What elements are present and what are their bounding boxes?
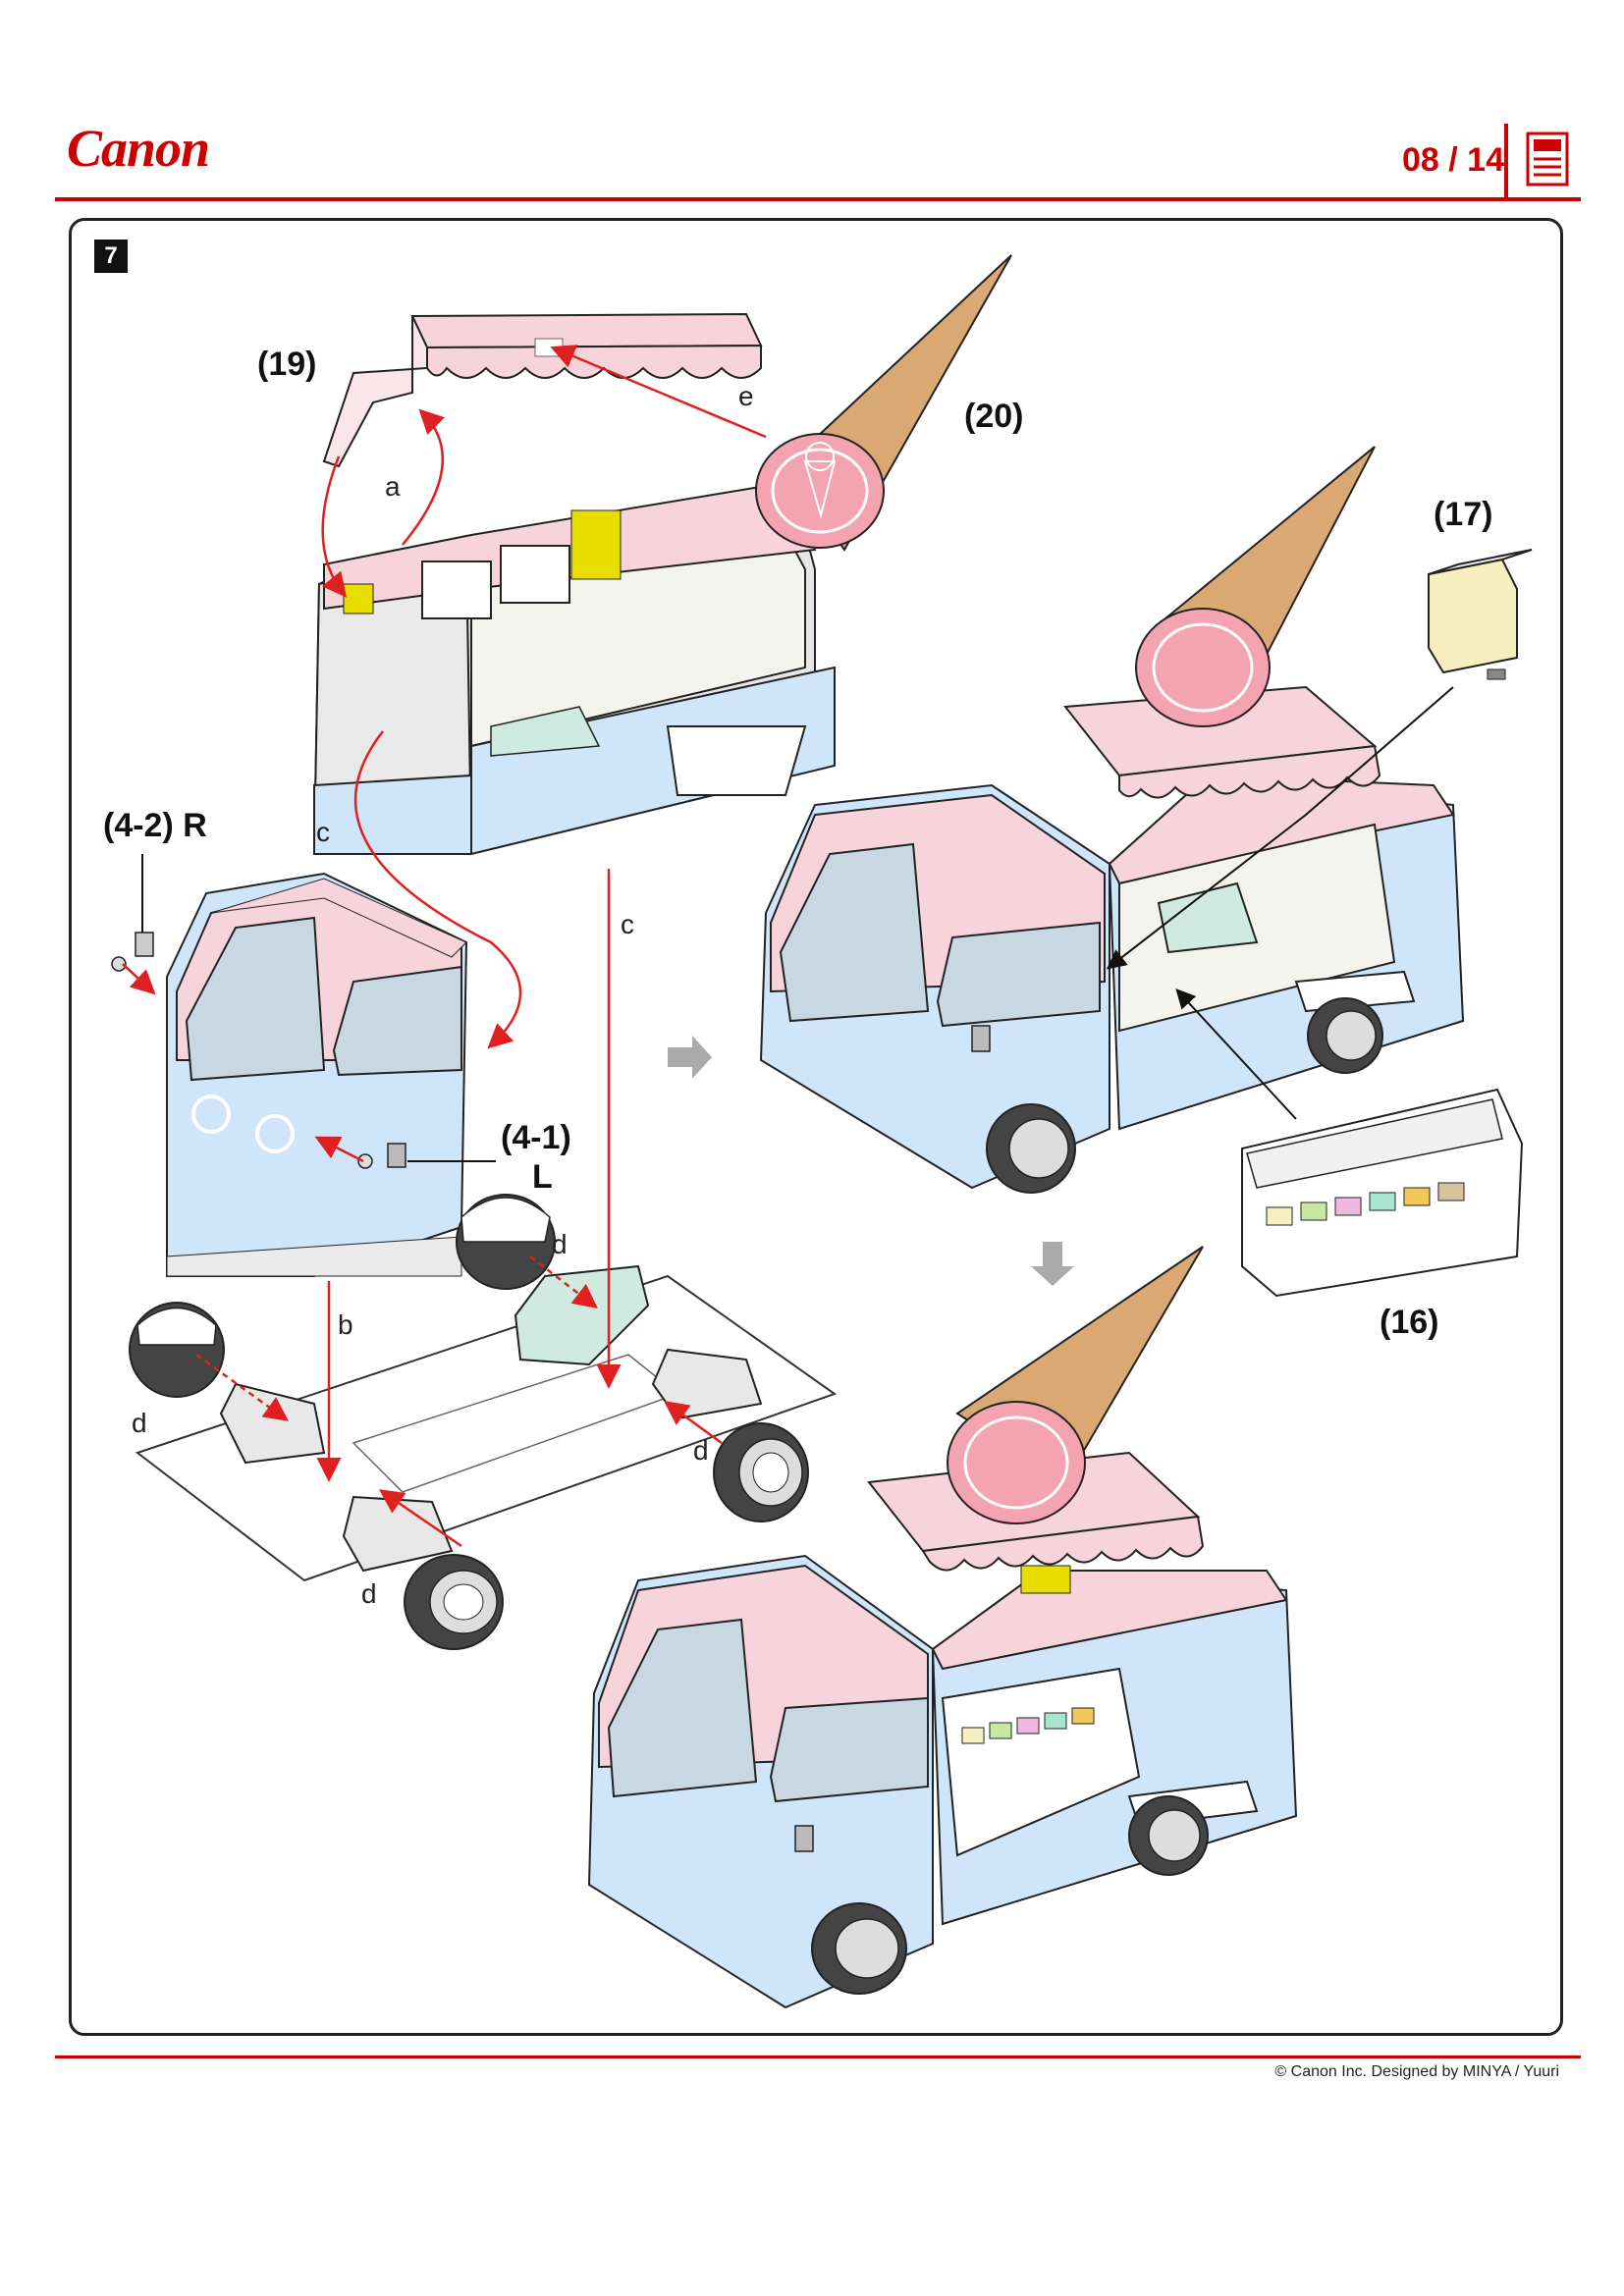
final-assembled-van bbox=[587, 1246, 1298, 2009]
label-part-16: (16) bbox=[1380, 1304, 1439, 1341]
label-part-4-1-side: L bbox=[532, 1158, 553, 1196]
box-part-17 bbox=[1428, 549, 1533, 680]
display-case-part-16 bbox=[1241, 1088, 1524, 1298]
letter-a: a bbox=[385, 471, 401, 502]
wheel-upper-right bbox=[456, 1194, 556, 1290]
van-body-part bbox=[312, 479, 836, 856]
van-cab-part bbox=[111, 872, 468, 1277]
wheel-lower-left bbox=[404, 1554, 504, 1650]
assembled-van-preview bbox=[759, 446, 1465, 1194]
letter-c-right: c bbox=[621, 909, 634, 939]
page-number: 08 / 14 bbox=[1402, 141, 1504, 179]
document-icon[interactable] bbox=[1524, 130, 1573, 188]
label-part-19: (19) bbox=[257, 346, 317, 383]
cone-sign-part-20 bbox=[755, 254, 1012, 552]
chassis-base-part bbox=[135, 1264, 838, 1582]
label-part-4-1: (4-1) bbox=[501, 1119, 571, 1156]
wheel-parts bbox=[129, 1194, 809, 1650]
step-arrows bbox=[668, 1036, 1074, 1286]
step-number-badge: 7 bbox=[94, 240, 128, 273]
canon-logo: Canon bbox=[67, 119, 210, 178]
letter-d-bottom: d bbox=[361, 1578, 377, 1609]
label-leaders bbox=[141, 854, 496, 1162]
label-part-4-2-r: (4-2) R bbox=[103, 807, 207, 844]
letter-d-left: d bbox=[132, 1408, 147, 1438]
letter-d-top: d bbox=[552, 1229, 568, 1259]
wheel-lower-right bbox=[713, 1422, 809, 1522]
header-rule bbox=[55, 197, 1581, 201]
footer-rule bbox=[55, 2056, 1581, 2058]
awning-part-19 bbox=[322, 312, 763, 468]
label-part-17: (17) bbox=[1434, 496, 1493, 533]
letter-e: e bbox=[738, 381, 754, 411]
label-part-20: (20) bbox=[964, 398, 1024, 435]
guide-arrows bbox=[122, 345, 767, 1548]
instruction-panel bbox=[69, 218, 1563, 2036]
letter-c-left: c bbox=[316, 817, 330, 847]
wheel-upper-left bbox=[129, 1302, 225, 1398]
letter-b: b bbox=[338, 1309, 353, 1340]
letter-d-right: d bbox=[693, 1435, 709, 1466]
header-divider bbox=[1504, 124, 1508, 198]
copyright-text: © Canon Inc. Designed by MINYA / Yuuri bbox=[1274, 2063, 1559, 2080]
